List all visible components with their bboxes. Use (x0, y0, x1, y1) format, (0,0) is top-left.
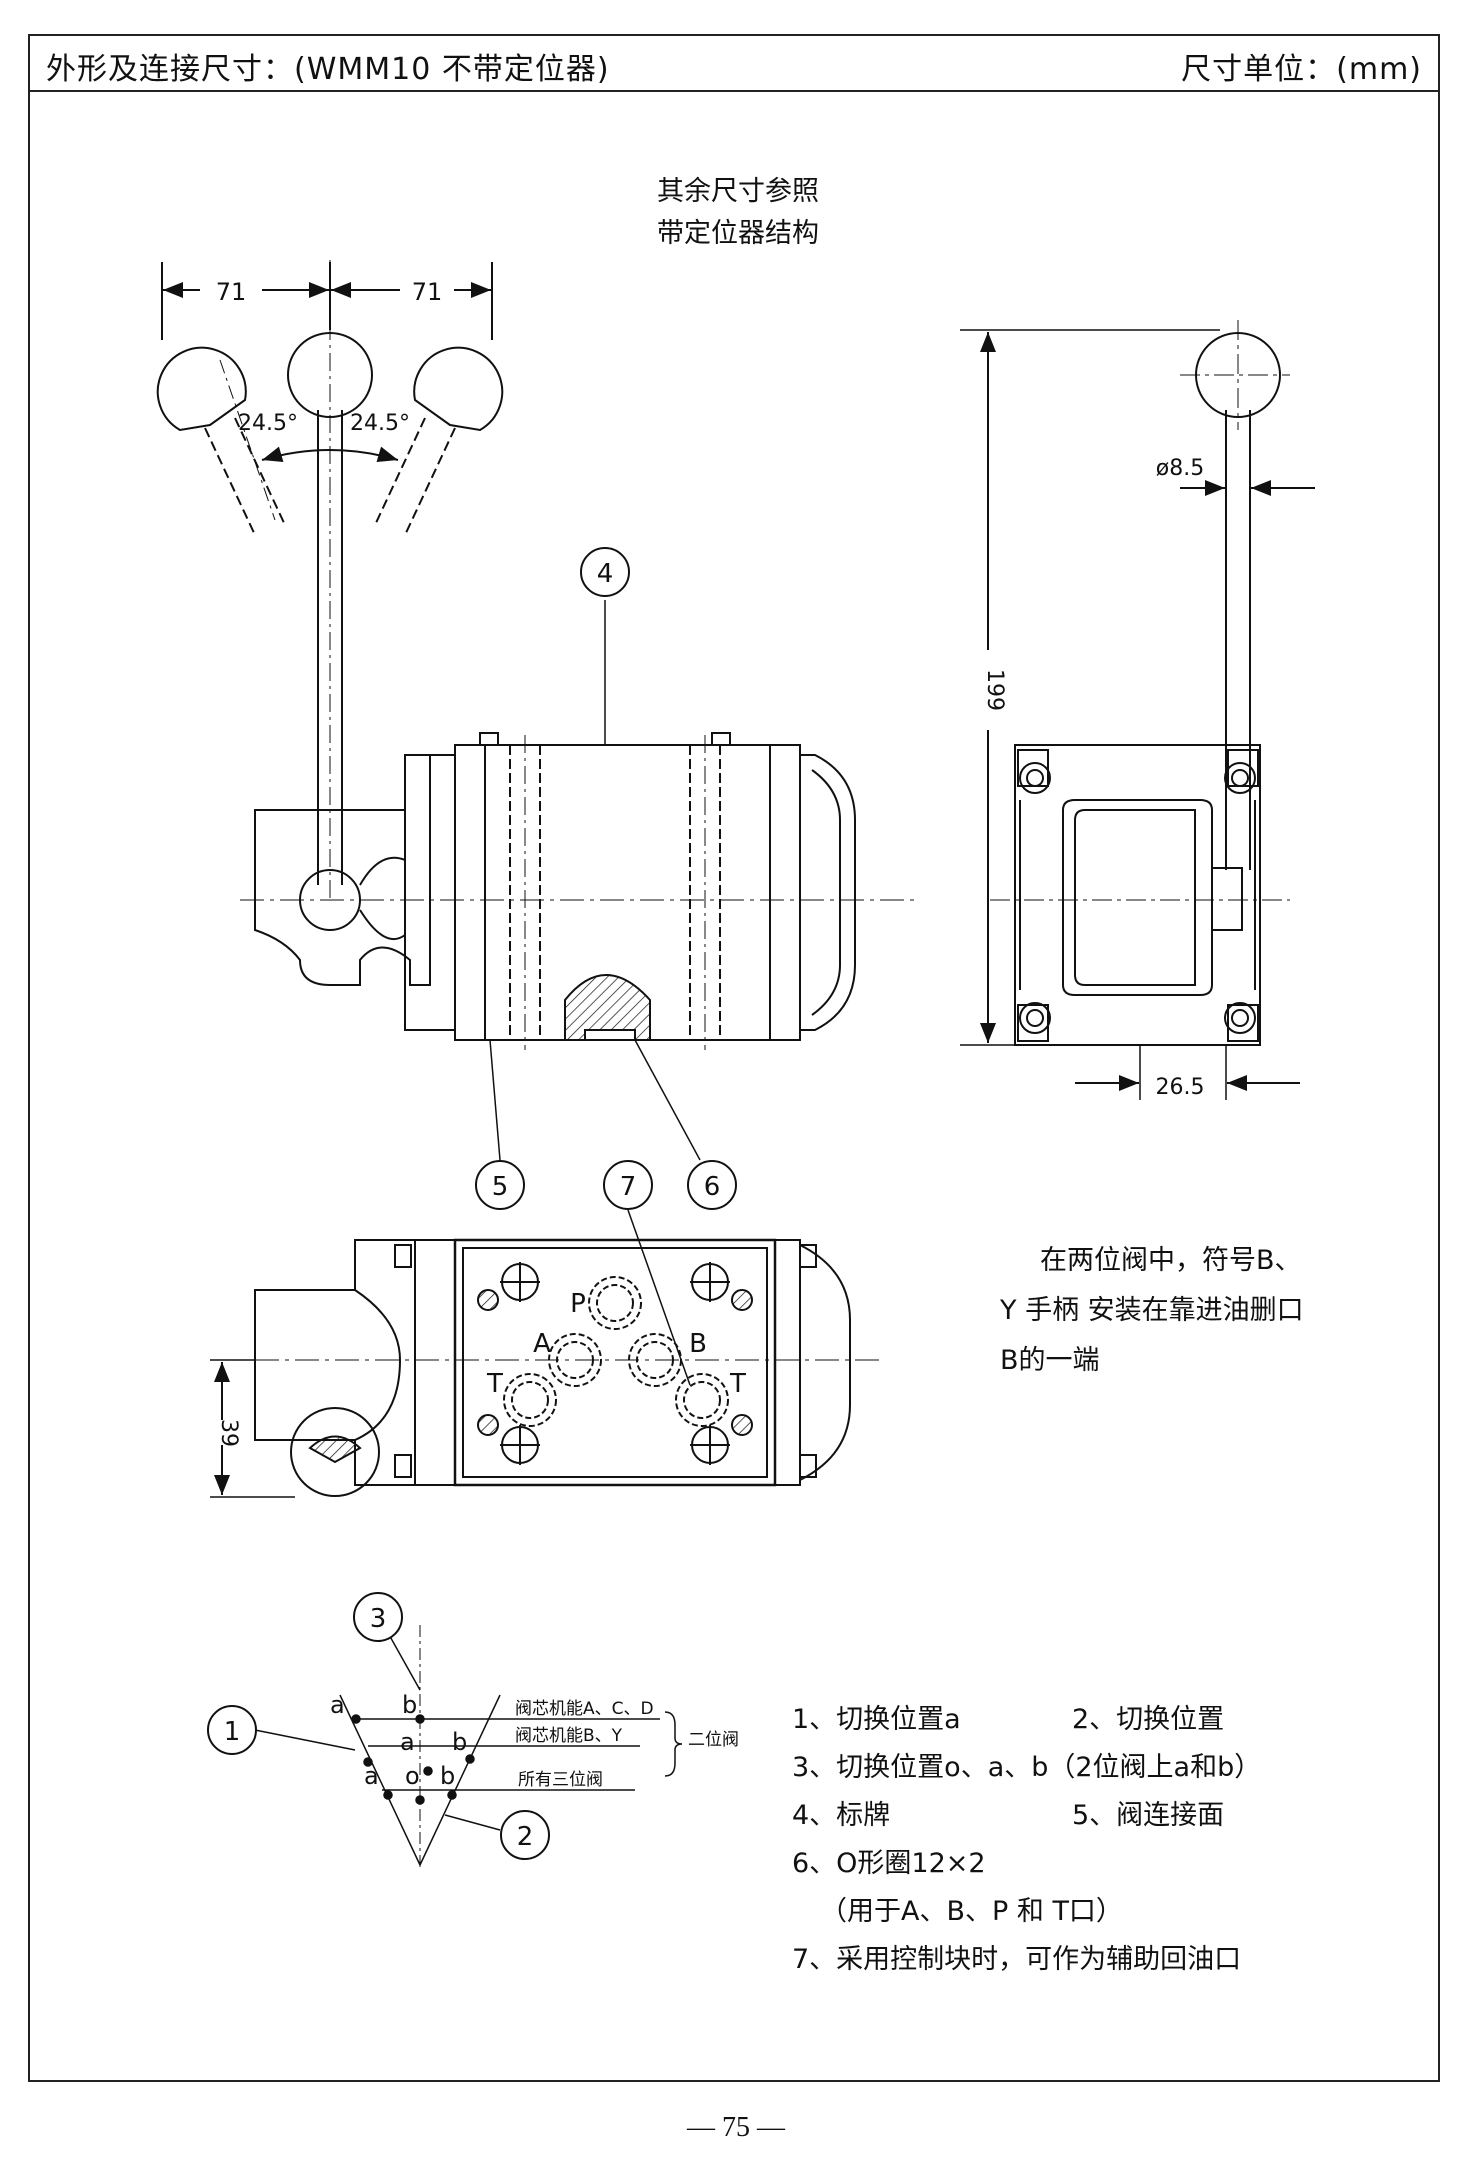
schematic-row2: 阀芯机能B、Y (515, 1726, 623, 1746)
page-frame (28, 34, 1440, 2082)
dim-71-left: 71 (216, 278, 247, 306)
schematic-brace-label: 二位阀 (688, 1730, 739, 1750)
dim-199: 199 (982, 669, 1007, 711)
balloon-6: 6 (687, 1160, 737, 1210)
angle-left-label: 24.5° (238, 411, 298, 436)
header-bar: 外形及连接尺寸：(WMM10 不带定位器) 尺寸单位：(mm) (28, 34, 1440, 92)
port-B: B (689, 1329, 707, 1359)
dim-diameter: ø8.5 (1156, 456, 1204, 481)
schematic-a1: a (330, 1691, 345, 1719)
schematic-b2: b (452, 1728, 467, 1756)
legend-item-7: 7、采用控制块时，可作为辅助回油口 (792, 1944, 1242, 1975)
top-view (210, 1209, 880, 1498)
svg-text:6: 6 (704, 1172, 721, 1202)
dim-39: 39 (216, 1419, 241, 1447)
schematic-b1: b (402, 1691, 417, 1719)
side-note-line3: B的一端 (1000, 1345, 1100, 1376)
legend-item-4: 4、标牌 (792, 1800, 891, 1831)
side-view (960, 320, 1315, 1100)
port-T-right: T (729, 1369, 746, 1399)
balloon-1: 1 (207, 1705, 257, 1755)
note-top-line1: 其余尺寸参照 (657, 176, 819, 207)
page-number: — 75 — (687, 2112, 785, 2143)
balloon-2: 2 (500, 1810, 550, 1860)
legend-item-2: 2、切换位置 (1072, 1704, 1225, 1735)
page-title: 外形及连接尺寸：(WMM10 不带定位器) (46, 52, 610, 87)
schematic-row1: 阀芯机能A、C、D (515, 1699, 654, 1719)
position-schematic (254, 1614, 683, 1868)
port-T-left: T (486, 1369, 503, 1399)
schematic-a2: a (400, 1728, 415, 1756)
svg-text:4: 4 (597, 559, 614, 589)
legend-item-5: 5、阀连接面 (1072, 1800, 1225, 1831)
legend-item-6-detail: （用于A、B、P 和 T口） (820, 1896, 1123, 1927)
legend-item-3: 3、切换位置o、a、b（2位阀上a和b） (792, 1752, 1262, 1783)
svg-text:5: 5 (492, 1172, 509, 1202)
side-note-line1: 在两位阀中，符号B、 (1040, 1245, 1302, 1276)
front-view (156, 260, 920, 1161)
unit-label: 尺寸单位：(mm) (1181, 52, 1422, 87)
dim-71-right: 71 (412, 278, 443, 306)
balloon-7: 7 (603, 1160, 653, 1210)
legend-item-6: 6、O形圈12×2 (792, 1848, 986, 1879)
svg-text:1: 1 (224, 1717, 241, 1747)
side-note-line2: Y 手柄 安装在靠进油删口 (1000, 1295, 1304, 1326)
note-top-line2: 带定位器结构 (657, 218, 819, 249)
schematic-a3: a (364, 1762, 379, 1790)
svg-text:2: 2 (517, 1822, 534, 1852)
port-A: A (533, 1329, 551, 1359)
dim-26-5: 26.5 (1156, 1075, 1205, 1100)
svg-text:7: 7 (620, 1172, 637, 1202)
angle-right-label: 24.5° (350, 411, 410, 436)
legend-item-1: 1、切换位置a (792, 1704, 961, 1735)
schematic-b3: b (440, 1762, 455, 1790)
port-P: P (570, 1289, 586, 1319)
schematic-o: o (405, 1762, 420, 1790)
balloon-3: 3 (353, 1592, 403, 1642)
balloon-5: 5 (475, 1160, 525, 1210)
schematic-row3: 所有三位阀 (518, 1770, 603, 1790)
svg-text:3: 3 (370, 1604, 387, 1634)
balloon-4: 4 (580, 547, 630, 597)
